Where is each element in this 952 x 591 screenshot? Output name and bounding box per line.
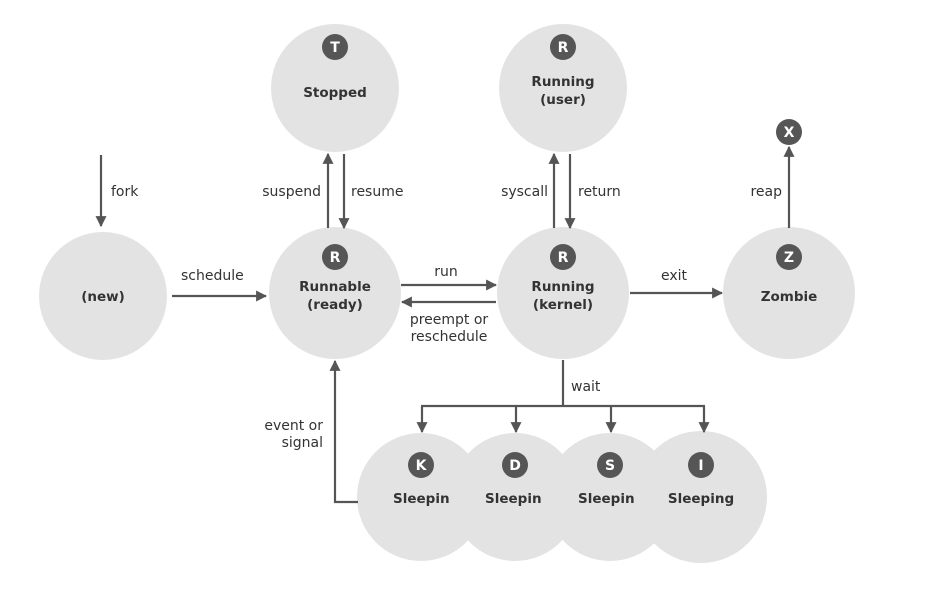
state-sleeping-d-badge-letter: D — [509, 458, 521, 474]
state-sleeping-k-badge — [408, 452, 434, 478]
state-sleeping-i: I Sleeping — [635, 431, 767, 563]
state-sleeping-d: D Sleepin — [451, 433, 579, 561]
state-sleeping-k-circle — [357, 433, 485, 561]
state-sleeping-s-circle — [546, 433, 674, 561]
state-sleeping-s: S Sleepin — [546, 433, 674, 561]
state-sleeping-d-badge — [502, 452, 528, 478]
state-stopped-badge — [322, 34, 348, 60]
state-stopped-circle — [271, 24, 399, 152]
preempt-label-line2: reschedule — [411, 329, 488, 345]
return-label: return — [578, 184, 621, 200]
state-running-kernel: R Running (kernel) — [497, 227, 629, 359]
state-zombie-badge — [776, 244, 802, 270]
preempt-label-line1: preempt or — [410, 312, 489, 328]
state-running-user-badge-letter: R — [558, 40, 569, 56]
state-dead-badge-letter: X — [784, 125, 795, 141]
state-new-circle — [39, 232, 167, 360]
event-label-line1: event or — [264, 418, 323, 434]
suspend-label: suspend — [262, 184, 321, 200]
wait-arrows — [416, 360, 710, 434]
state-stopped: T Stopped — [271, 24, 399, 152]
state-running-kernel-badge-letter: R — [558, 250, 569, 266]
state-new: (new) — [39, 232, 167, 360]
state-runnable-label-line2: (ready) — [307, 297, 363, 313]
wait-label: wait — [571, 379, 601, 395]
state-runnable-label-line1: Runnable — [299, 279, 371, 295]
state-zombie-label: Zombie — [761, 289, 818, 305]
state-runnable-circle — [269, 227, 401, 359]
state-sleeping-d-label: Sleepin — [485, 491, 542, 507]
resume-label: resume — [351, 184, 403, 200]
state-runnable-badge — [322, 244, 348, 270]
state-sleeping-k-badge-letter: K — [416, 458, 428, 474]
state-dead-badge — [776, 119, 802, 145]
state-zombie: Z Zombie — [723, 227, 855, 359]
exit-label: exit — [661, 268, 688, 284]
state-running-kernel-badge — [550, 244, 576, 270]
state-running-user-circle — [499, 24, 627, 152]
state-runnable-badge-letter: R — [330, 250, 341, 266]
state-running-kernel-label-line1: Running — [531, 279, 594, 295]
state-running-user: R Running (user) — [499, 24, 627, 152]
state-sleeping-i-label: Sleeping — [668, 491, 734, 507]
state-running-kernel-circle — [497, 227, 629, 359]
state-sleeping-s-badge-letter: S — [605, 458, 615, 474]
syscall-label: syscall — [501, 184, 548, 200]
state-sleeping-k-label: Sleepin — [393, 491, 450, 507]
event-label-line2: signal — [282, 435, 323, 451]
reap-label: reap — [750, 184, 782, 200]
run-label: run — [434, 264, 458, 280]
state-zombie-badge-letter: Z — [784, 250, 794, 266]
state-new-label: (new) — [81, 289, 125, 305]
state-stopped-badge-letter: T — [330, 40, 340, 56]
state-running-user-badge — [550, 34, 576, 60]
state-dead: X — [776, 119, 802, 145]
state-stopped-label: Stopped — [303, 85, 367, 101]
event-arrow — [329, 359, 358, 504]
state-sleeping-i-circle — [635, 431, 767, 563]
schedule-label: schedule — [181, 268, 244, 284]
state-sleeping-k: K Sleepin — [357, 433, 485, 561]
state-runnable: R Runnable (ready) — [269, 227, 401, 359]
state-running-kernel-label-line2: (kernel) — [533, 297, 593, 313]
state-sleeping-i-badge — [688, 452, 714, 478]
state-running-user-label-line2: (user) — [540, 92, 586, 108]
state-sleeping-s-badge — [597, 452, 623, 478]
state-sleeping-d-circle — [451, 433, 579, 561]
state-zombie-circle — [723, 227, 855, 359]
fork-label: fork — [111, 184, 139, 200]
state-sleeping-s-label: Sleepin — [578, 491, 635, 507]
state-running-user-label-line1: Running — [531, 74, 594, 90]
state-sleeping-i-badge-letter: I — [698, 458, 703, 474]
